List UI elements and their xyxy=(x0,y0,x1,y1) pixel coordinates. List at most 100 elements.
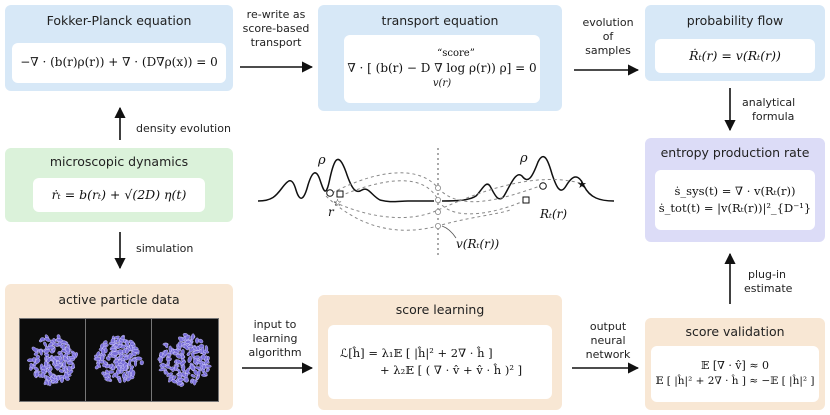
fokker-planck-title: Fokker-Planck equation xyxy=(46,13,192,28)
mid-marker-2 xyxy=(434,196,441,203)
rho-right-label: ρ xyxy=(519,151,528,166)
particle xyxy=(168,376,173,383)
probability-flow-equation-panel: Ṙₜ(r) = v(Rₜ(r)) xyxy=(655,39,815,73)
particle xyxy=(71,363,75,370)
particle xyxy=(67,370,74,375)
particle xyxy=(178,377,184,382)
particle xyxy=(31,357,36,363)
particle xyxy=(132,349,140,353)
particle xyxy=(66,361,73,365)
simulation-arrow-label: simulation xyxy=(136,242,194,255)
mid-marker-3 xyxy=(434,208,441,215)
particle xyxy=(188,347,195,353)
analytical-arrow-label: analytical formula xyxy=(742,96,796,123)
plugin-arrow-label: plug-in estimate xyxy=(744,268,793,295)
particle xyxy=(198,338,204,344)
right-density-curve xyxy=(441,156,615,202)
particle xyxy=(139,360,144,366)
particle xyxy=(43,349,51,354)
particle xyxy=(103,373,110,378)
particle xyxy=(54,365,62,370)
particle xyxy=(53,358,57,366)
particle xyxy=(96,362,102,368)
particle xyxy=(174,364,178,371)
mid-marker-1 xyxy=(434,184,441,191)
trajectory-1 xyxy=(331,172,541,203)
particle xyxy=(108,363,113,369)
particle xyxy=(113,335,120,340)
particle xyxy=(181,372,186,377)
velocity-underbrace-label: v(r) xyxy=(432,77,452,89)
score-label: “score” xyxy=(437,48,475,60)
left-star-marker: ☆ xyxy=(333,198,342,209)
particle xyxy=(202,364,207,370)
particle xyxy=(29,363,34,368)
rho-left-label: ρ xyxy=(317,153,326,168)
entropy-equation-panel: ṡ_sys(t) = ∇ · v(Rₜ(r)) ṡ_tot(t) = |v(Rₜ… xyxy=(655,170,815,230)
particle xyxy=(100,348,106,356)
transport-title: transport equation xyxy=(381,13,499,28)
particle xyxy=(63,356,68,362)
score-validation-box: score validation 𝔼 [∇ · v̂] ≈ 0 𝔼 [ |ĥ|²… xyxy=(645,318,825,410)
probability-flow-box: probability flow Ṙₜ(r) = v(Rₜ(r)) xyxy=(645,5,825,81)
score-learning-equation-panel: ℒ[ĥ] = λ₁𝔼 [ |ĥ|² + 2∇ · ĥ ] + λ₂𝔼 [ ( ∇… xyxy=(328,325,552,399)
particle xyxy=(175,359,182,364)
particle xyxy=(107,353,113,358)
score-validation-equation-panel: 𝔼 [∇ · v̂] ≈ 0 𝔼 [ |ĥ|² + 2∇ · ĥ ] ≈ −𝔼 … xyxy=(651,346,819,402)
particle xyxy=(133,360,138,367)
particle xyxy=(193,355,200,360)
microscopic-dynamics-title: microscopic dynamics xyxy=(49,154,189,169)
score-learning-title: score learning xyxy=(395,302,485,317)
particle xyxy=(189,364,196,371)
fokker-planck-equation-panel: −∇ · (b(r)ρ(r)) + ∇ · (D∇ρ(x)) = 0 xyxy=(12,43,226,83)
particle xyxy=(35,358,41,364)
particle xyxy=(195,366,202,370)
density-arrow-label: density evolution xyxy=(136,122,231,135)
particle xyxy=(114,372,119,379)
Rt-label: Rₜ(r) xyxy=(539,207,567,221)
particle xyxy=(43,341,47,347)
particle xyxy=(64,376,70,381)
microscopic-equation: ṙₜ = b(rₜ) + √(2D) η(t) xyxy=(51,186,187,202)
particle xyxy=(116,344,123,349)
particle xyxy=(196,374,200,380)
particle xyxy=(44,379,50,386)
particle xyxy=(126,376,132,382)
evolution-arrow-label: evolution of samples xyxy=(582,16,634,57)
particle xyxy=(56,338,64,343)
probability-flow-title: probability flow xyxy=(686,13,784,28)
particle xyxy=(65,346,70,353)
particle xyxy=(118,354,124,360)
particle xyxy=(165,365,171,369)
velocity-label: v(Rₜ(r)) xyxy=(456,237,500,251)
particle xyxy=(59,352,64,358)
particle xyxy=(201,354,206,360)
velocity-pointer xyxy=(441,225,457,239)
particle xyxy=(99,360,104,364)
particle xyxy=(135,356,143,361)
particle xyxy=(56,375,61,381)
entropy-sys-equation: ṡ_sys(t) = ∇ · v(Rₜ(r)) xyxy=(674,184,796,199)
particle xyxy=(60,377,64,383)
particle xyxy=(203,371,208,376)
particle xyxy=(175,353,182,359)
particle xyxy=(204,359,209,365)
particle xyxy=(110,348,117,352)
particle xyxy=(158,367,166,372)
particle xyxy=(204,345,209,352)
probability-flow-equation: Ṙₜ(r) = v(Rₜ(r)) xyxy=(689,47,781,63)
particle xyxy=(165,357,172,362)
particle xyxy=(193,358,198,365)
particle xyxy=(168,345,173,352)
rewrite-arrow-label: re-write as score-based transport xyxy=(242,8,310,49)
particle xyxy=(49,376,55,381)
particle xyxy=(69,355,75,360)
left-circle-marker xyxy=(326,189,334,197)
entropy-production-title: entropy production rate xyxy=(660,145,810,160)
validation-equation-line2: 𝔼 [ |ĥ|² + 2∇ · ĥ ] ≈ −𝔼 [ |ĥ|² ] xyxy=(655,375,815,388)
r-label: r xyxy=(328,205,335,219)
particle-snapshot-2 xyxy=(85,318,153,402)
input-arrow-label: input to learning algorithm xyxy=(248,318,302,359)
particle-snapshot-1 xyxy=(19,318,87,402)
fokker-planck-box: Fokker-Planck equation −∇ · (b(r)ρ(r)) +… xyxy=(5,5,233,91)
